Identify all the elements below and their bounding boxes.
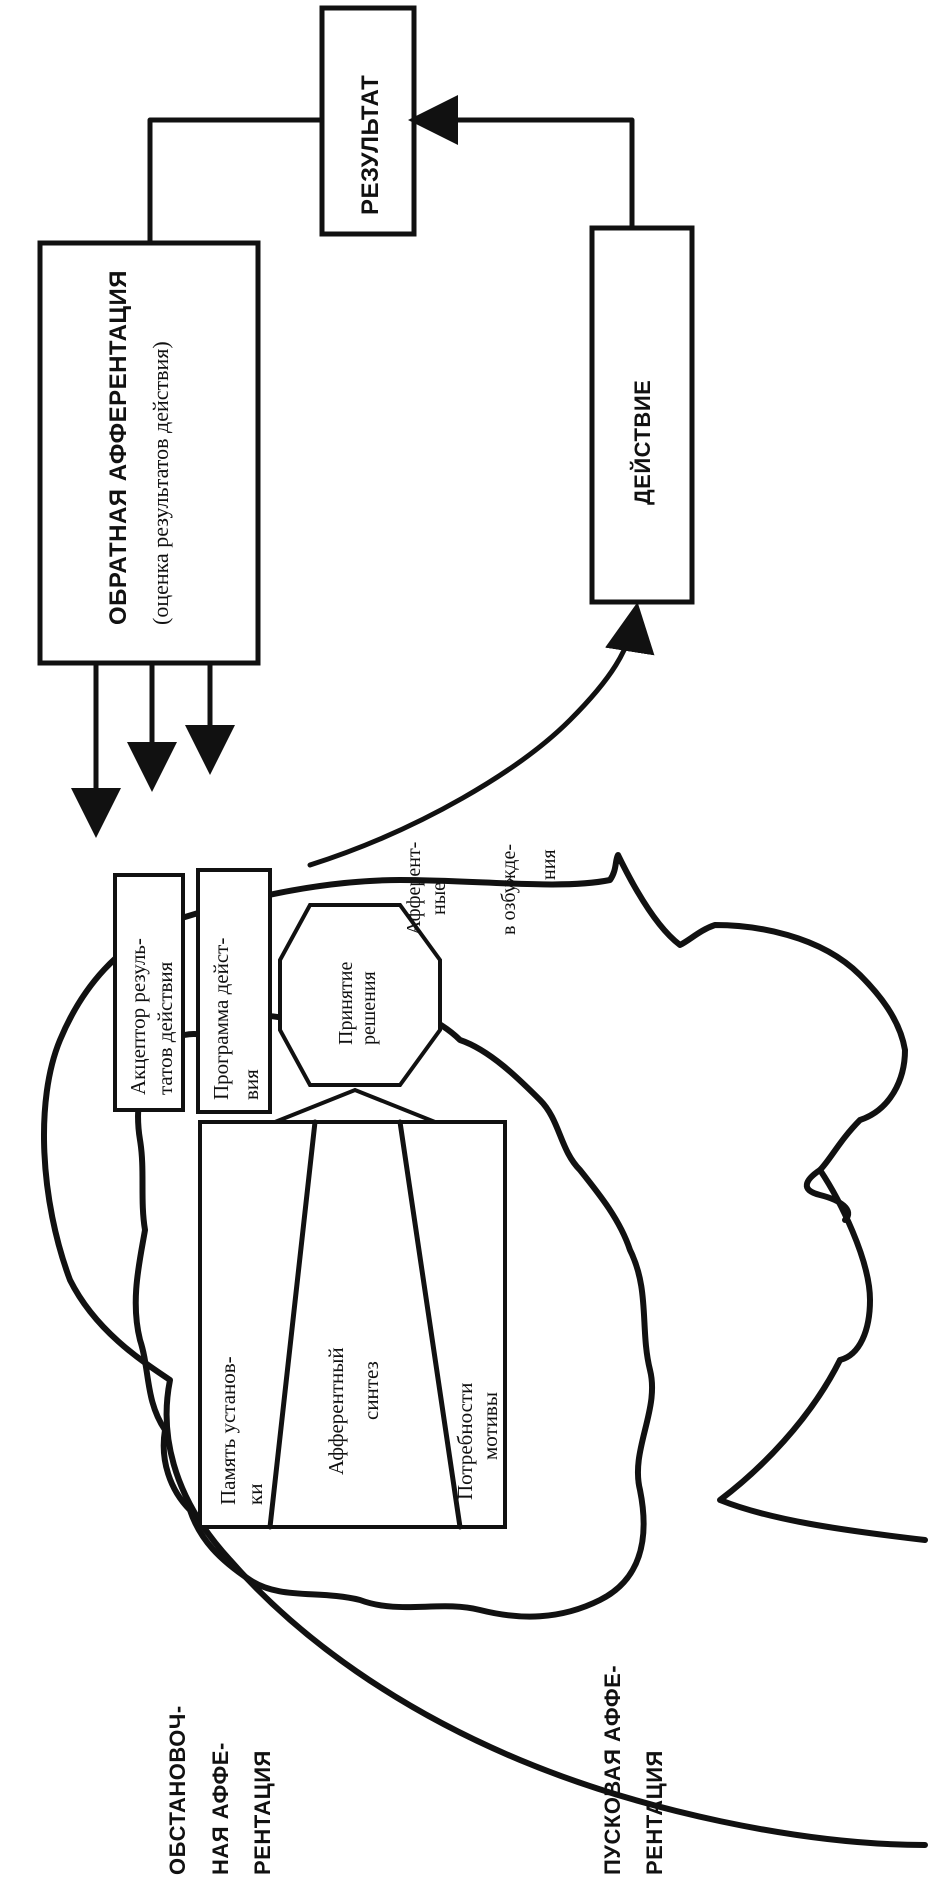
situational-afferentation-line3: РЕНТАЦИЯ <box>250 1750 275 1875</box>
afferent-synthesis-box <box>198 1120 507 1529</box>
decision-octagon <box>278 903 442 1087</box>
feedback-afferentation-title: ОБРАТНАЯ АФФЕРЕНТАЦИЯ <box>105 270 132 625</box>
synthesis-label-line2: синтез <box>359 1361 383 1420</box>
mouth-line <box>803 1167 852 1223</box>
result-label: РЕЗУЛЬТАТ <box>357 75 384 215</box>
trigger-afferentation-line1: ПУСКОВАЯ АФФЕ- <box>600 1665 625 1875</box>
result-box <box>319 5 417 237</box>
action-program-box <box>196 868 272 1114</box>
efferent-to-action-arrow <box>307 602 655 868</box>
feedback-afferentation-box <box>37 240 261 666</box>
neck-line <box>717 1357 928 1543</box>
feedback-to-result-line <box>147 117 325 246</box>
action-to-result-arrow <box>408 95 635 231</box>
efferent-label-line1: Афферент- <box>403 842 425 935</box>
acceptor-box <box>113 873 185 1112</box>
action-program-label-line2: вия <box>239 1069 263 1100</box>
efferent-label-line2: ные <box>428 882 450 915</box>
needs-label-line1: Потребности <box>453 1383 477 1500</box>
memory-label-line2: ки <box>243 1484 267 1505</box>
acceptor-label-line1: Акцептор резуль- <box>126 938 150 1095</box>
action-label: ДЕЙСТВИЕ <box>630 380 655 505</box>
efferent-label-line4: ния <box>538 849 560 880</box>
synthesis-divider-right <box>397 1119 463 1530</box>
trigger-afferentation-line2: РЕНТАЦИЯ <box>642 1750 667 1875</box>
memory-label-line1: Память установ- <box>216 1356 240 1505</box>
acceptor-label-line2: татов действия <box>153 961 177 1095</box>
decision-label-line1: Принятие <box>335 962 357 1045</box>
feedback-afferentation-subtitle: (оценка результатов действия) <box>148 341 173 625</box>
situational-afferentation-line1: ОБСТАНОВОЧ- <box>165 1705 190 1875</box>
needs-label-line2: мотивы <box>478 1392 502 1460</box>
efferent-label-line3: в озбужде- <box>498 844 520 935</box>
action-program-label-line1: Программа дейст- <box>209 938 233 1100</box>
situational-afferentation-line2: НАЯ АФФЕ- <box>208 1742 233 1875</box>
synthesis-label-line1: Афферентный <box>324 1347 348 1475</box>
synthesis-divider-left <box>267 1119 318 1530</box>
decision-label-line2: решения <box>358 971 380 1045</box>
synthesis-triangle <box>274 1087 436 1124</box>
action-box <box>589 225 695 605</box>
